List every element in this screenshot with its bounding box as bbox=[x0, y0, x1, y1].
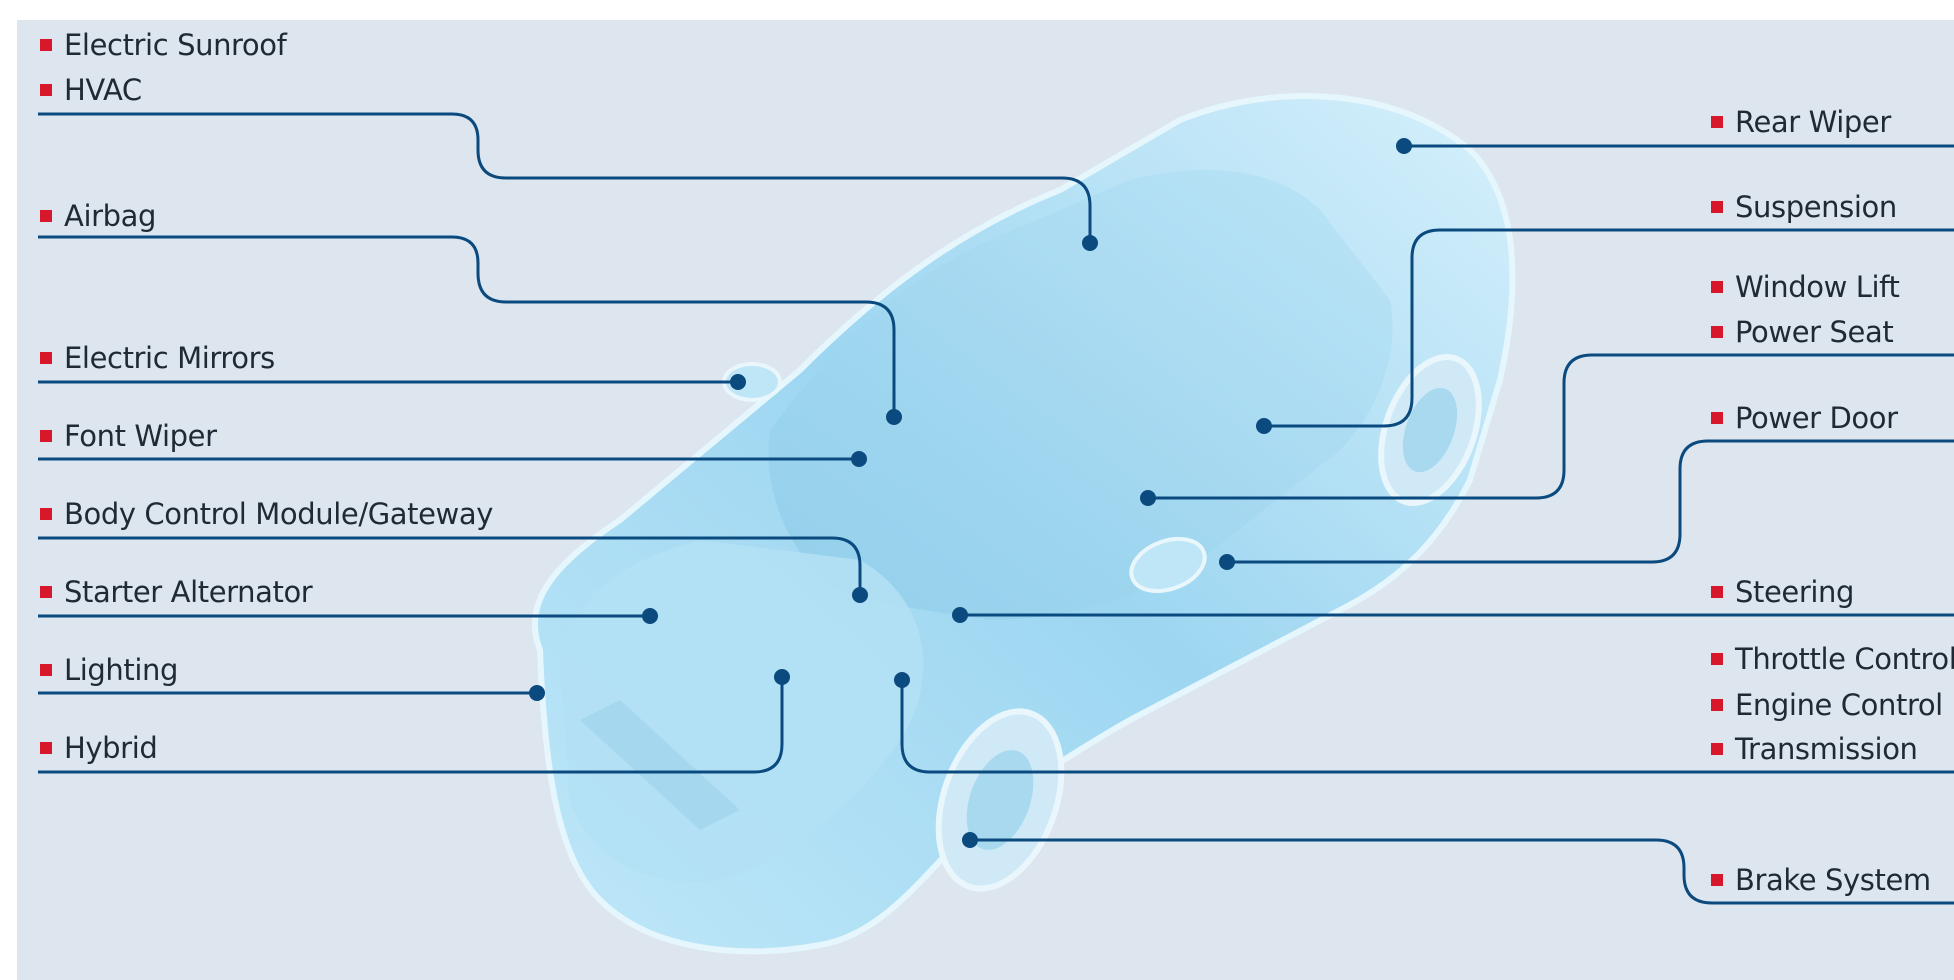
car-illustration bbox=[535, 96, 1513, 951]
dot-electric-mirrors bbox=[730, 374, 746, 390]
label-text: Lighting bbox=[64, 653, 178, 687]
label-rear-wiper: Rear Wiper bbox=[1711, 105, 1891, 139]
label-text: Airbag bbox=[64, 199, 156, 233]
dot-power-seat bbox=[1140, 490, 1156, 506]
dot-transmission bbox=[894, 672, 910, 688]
bullet-icon bbox=[1711, 281, 1723, 293]
bullet-icon bbox=[1711, 412, 1723, 424]
label-font-wiper: Font Wiper bbox=[40, 419, 217, 453]
label-body-control-module: Body Control Module/Gateway bbox=[40, 497, 493, 531]
label-transmission: Transmission bbox=[1711, 732, 1918, 766]
dot-font-wiper bbox=[851, 451, 867, 467]
dot-rear-wiper bbox=[1396, 138, 1412, 154]
label-text: Hybrid bbox=[64, 731, 157, 765]
label-power-door: Power Door bbox=[1711, 401, 1898, 435]
label-throttle-control: Throttle Control bbox=[1711, 642, 1954, 676]
label-text: Electric Mirrors bbox=[64, 341, 275, 375]
bullet-icon bbox=[40, 742, 52, 754]
label-electric-sunroof: Electric Sunroof bbox=[40, 28, 286, 62]
label-window-lift: Window Lift bbox=[1711, 270, 1899, 304]
label-engine-control: Engine Control bbox=[1711, 688, 1943, 722]
label-airbag: Airbag bbox=[40, 199, 156, 233]
label-power-seat: Power Seat bbox=[1711, 315, 1893, 349]
dot-hybrid bbox=[774, 669, 790, 685]
bullet-icon bbox=[40, 352, 52, 364]
label-text: Steering bbox=[1735, 575, 1854, 609]
label-text: Window Lift bbox=[1735, 270, 1899, 304]
label-text: Electric Sunroof bbox=[64, 28, 286, 62]
label-text: Suspension bbox=[1735, 190, 1897, 224]
dot-suspension bbox=[1256, 418, 1272, 434]
label-starter-alternator: Starter Alternator bbox=[40, 575, 312, 609]
bullet-icon bbox=[40, 664, 52, 676]
label-hybrid: Hybrid bbox=[40, 731, 157, 765]
dot-power-door bbox=[1219, 554, 1235, 570]
label-text: HVAC bbox=[64, 73, 142, 107]
bullet-icon bbox=[1711, 201, 1723, 213]
bullet-icon bbox=[40, 210, 52, 222]
label-suspension: Suspension bbox=[1711, 190, 1897, 224]
bullet-icon bbox=[40, 508, 52, 520]
bullet-icon bbox=[1711, 743, 1723, 755]
dot-brake-system bbox=[962, 832, 978, 848]
label-text: Power Seat bbox=[1735, 315, 1893, 349]
dot-starter-alternator bbox=[642, 608, 658, 624]
dot-body-control-module bbox=[852, 587, 868, 603]
bullet-icon bbox=[1711, 326, 1723, 338]
label-text: Starter Alternator bbox=[64, 575, 312, 609]
dot-airbag bbox=[886, 409, 902, 425]
bullet-icon bbox=[40, 586, 52, 598]
label-text: Brake System bbox=[1735, 863, 1931, 897]
bullet-icon bbox=[1711, 653, 1723, 665]
label-lighting: Lighting bbox=[40, 653, 178, 687]
label-text: Power Door bbox=[1735, 401, 1898, 435]
dot-hvac bbox=[1082, 235, 1098, 251]
label-hvac: HVAC bbox=[40, 73, 142, 107]
dot-steering bbox=[952, 607, 968, 623]
bullet-icon bbox=[1711, 699, 1723, 711]
bullet-icon bbox=[1711, 116, 1723, 128]
bullet-icon bbox=[40, 430, 52, 442]
label-text: Body Control Module/Gateway bbox=[64, 497, 493, 531]
label-text: Font Wiper bbox=[64, 419, 217, 453]
label-brake-system: Brake System bbox=[1711, 863, 1931, 897]
label-steering: Steering bbox=[1711, 575, 1854, 609]
bullet-icon bbox=[40, 84, 52, 96]
label-text: Rear Wiper bbox=[1735, 105, 1891, 139]
bullet-icon bbox=[40, 39, 52, 51]
label-text: Transmission bbox=[1735, 732, 1918, 766]
label-text: Engine Control bbox=[1735, 688, 1943, 722]
label-electric-mirrors: Electric Mirrors bbox=[40, 341, 275, 375]
dot-lighting bbox=[529, 685, 545, 701]
label-text: Throttle Control bbox=[1735, 642, 1954, 676]
bullet-icon bbox=[1711, 874, 1723, 886]
bullet-icon bbox=[1711, 586, 1723, 598]
leader-line-hvac bbox=[38, 114, 1090, 243]
